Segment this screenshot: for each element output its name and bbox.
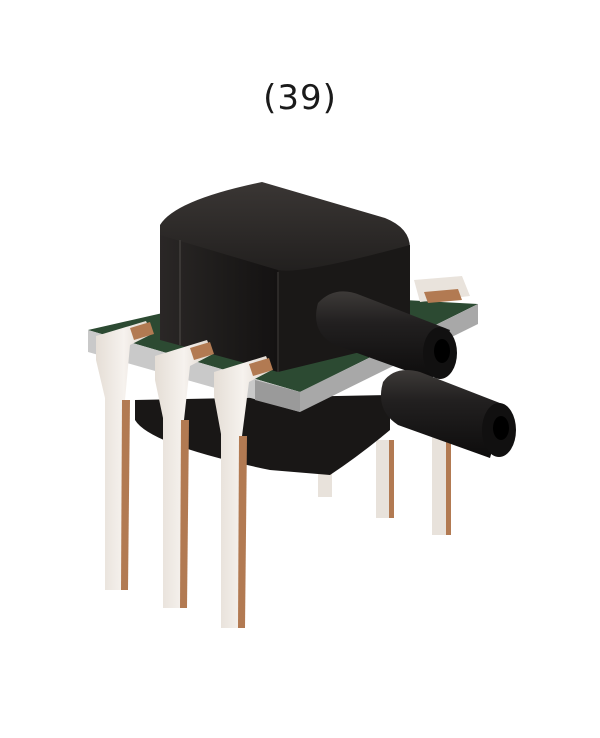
figure-label: (39) <box>263 78 337 118</box>
rear-pad <box>414 276 470 303</box>
housing-front <box>160 235 278 372</box>
front-pin-1 <box>96 321 154 590</box>
upper-pressure-port <box>316 291 457 380</box>
front-pin-2 <box>155 340 214 608</box>
lower-body <box>135 395 390 475</box>
back-pins <box>318 425 451 535</box>
front-pin-3 <box>214 356 273 628</box>
lower-pressure-port <box>380 369 516 458</box>
